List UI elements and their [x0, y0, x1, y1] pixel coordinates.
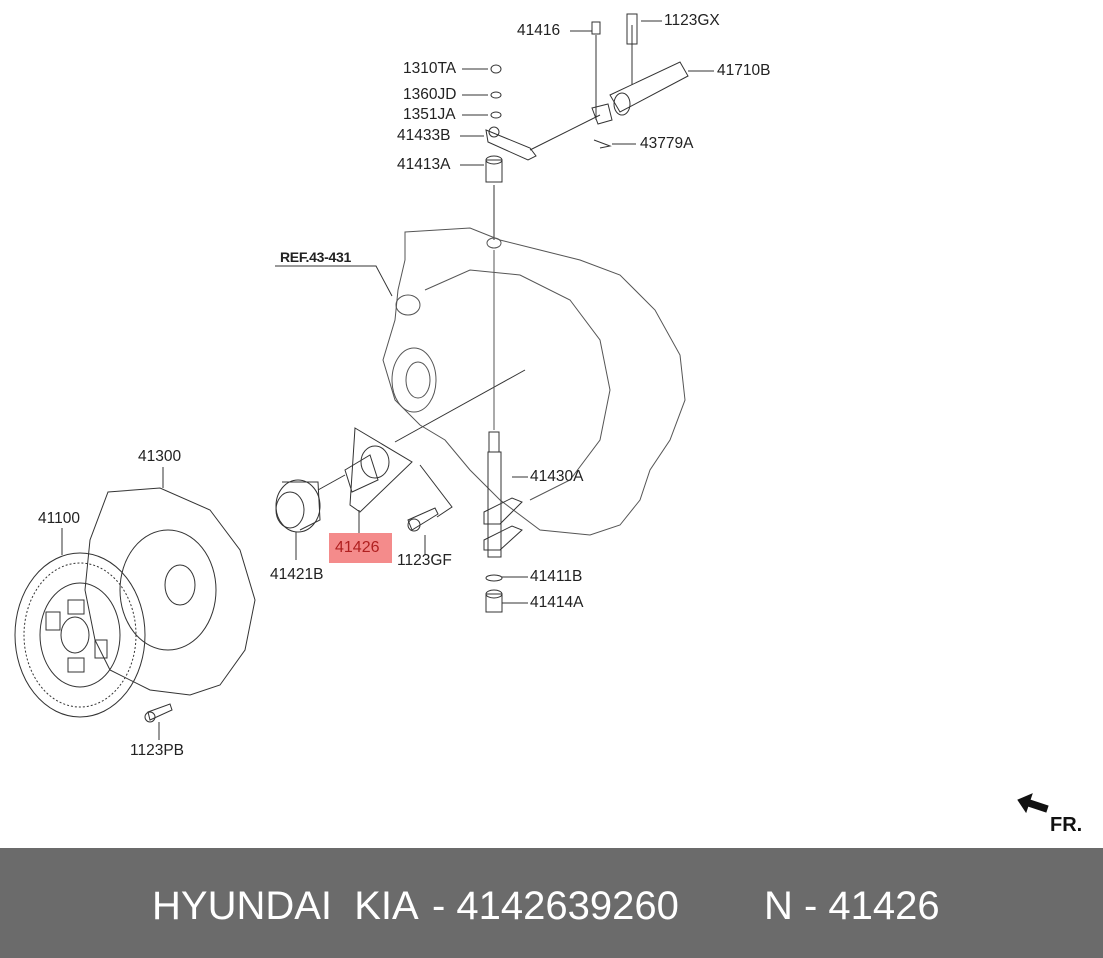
diagram-drawing — [14, 13, 1049, 814]
footer-brand: HYUNDAI KIA — [152, 884, 419, 928]
label-41710b[interactable]: 41710B — [717, 62, 771, 79]
label-41100[interactable]: 41100 — [38, 510, 80, 527]
label-41300[interactable]: 41300 — [138, 448, 182, 465]
label-1123gf[interactable]: 1123GF — [397, 552, 452, 569]
release-bearing-sleeve — [275, 427, 439, 533]
label-43779a[interactable]: 43779A — [640, 135, 694, 152]
transaxle-housing — [382, 227, 686, 536]
label-41416[interactable]: 41416 — [517, 22, 561, 39]
label-41433b[interactable]: 41433B — [397, 127, 451, 144]
reference-label[interactable]: REF.43-431 — [280, 249, 351, 265]
clutch-disc — [14, 552, 146, 718]
highlighted-part-box[interactable]: 41426 — [329, 533, 392, 563]
label-1123gx[interactable]: 1123GX — [664, 12, 720, 29]
bolt-1123pb — [144, 703, 173, 723]
footer-bar: HYUNDAI KIA - 4142639260 N - 41426 — [0, 848, 1103, 958]
label-1360jd[interactable]: 1360JD — [403, 86, 457, 103]
release-fork-shaft — [483, 431, 523, 613]
footer-reference: N - 41426 — [764, 884, 940, 928]
label-1351ja[interactable]: 1351JA — [403, 106, 456, 123]
label-41430a[interactable]: 41430A — [530, 468, 584, 485]
front-direction-label: FR. — [1050, 814, 1083, 836]
label-41413a[interactable]: 41413A — [397, 156, 451, 173]
label-1310ta[interactable]: 1310TA — [403, 60, 457, 77]
clutch-cover — [84, 487, 256, 696]
label-41421b[interactable]: 41421B — [270, 566, 324, 583]
top-components — [485, 13, 689, 183]
leader-lines — [61, 20, 714, 740]
label-1123pb[interactable]: 1123PB — [130, 742, 185, 759]
front-direction-arrow-icon — [1017, 793, 1049, 814]
label-41414a[interactable]: 41414A — [530, 594, 584, 611]
footer-part-number: - 4142639260 — [432, 884, 679, 928]
label-41426: 41426 — [335, 539, 380, 556]
label-41411b[interactable]: 41411B — [530, 568, 583, 585]
parts-diagram: 41416 1123GX 1310TA 1360JD 1351JA 41433B… — [14, 12, 1083, 836]
